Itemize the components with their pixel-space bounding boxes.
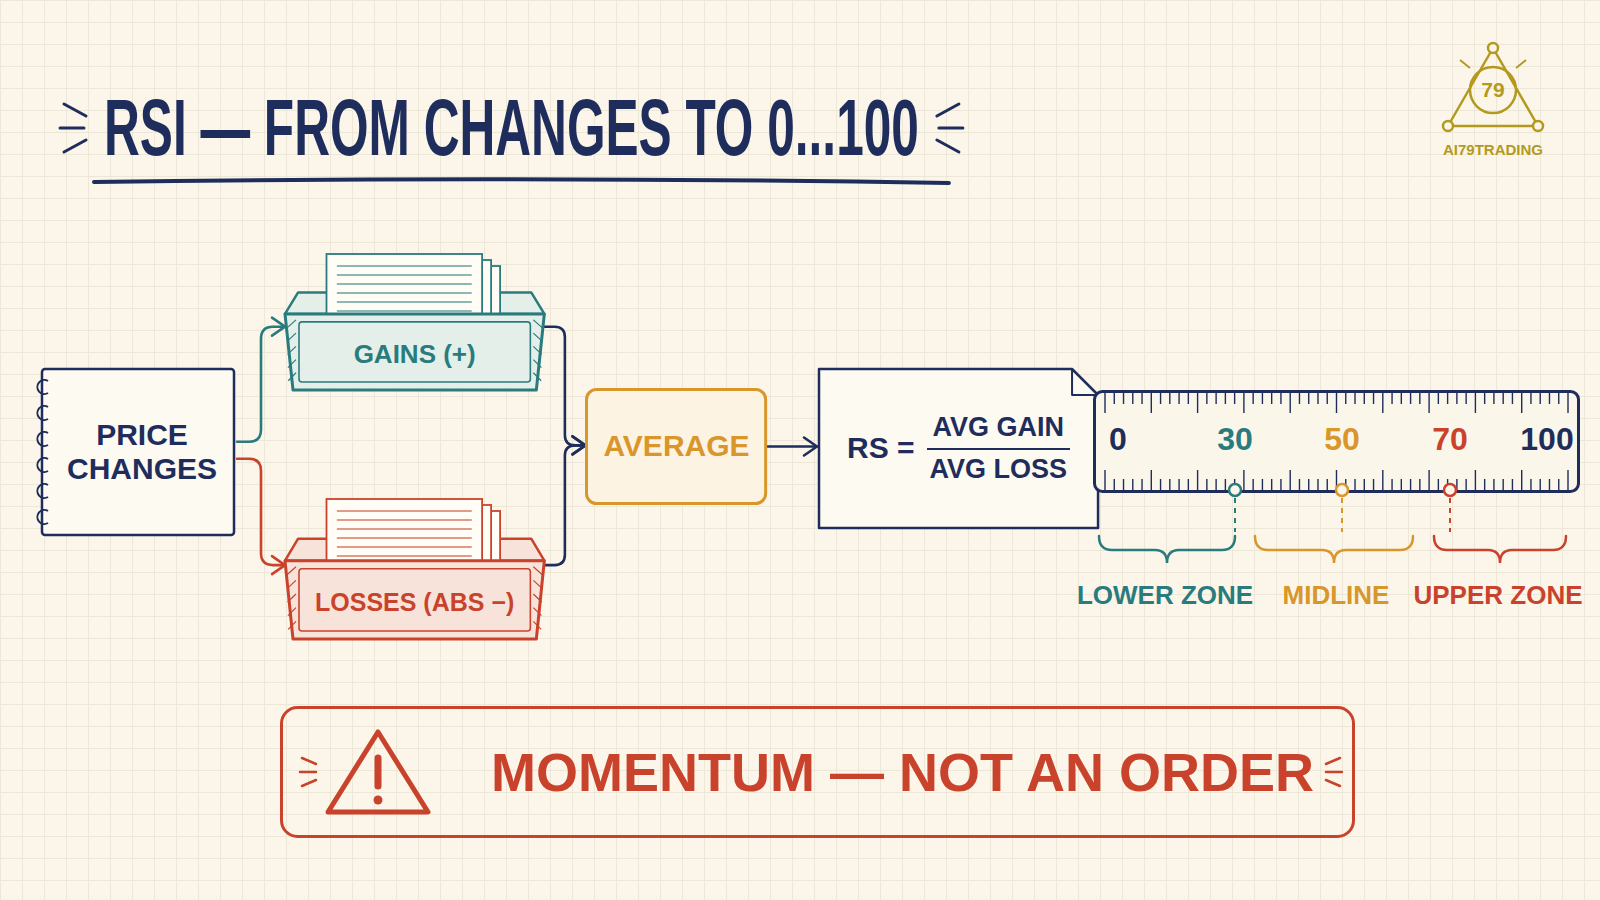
zone-brackets xyxy=(1099,536,1566,563)
node-outline xyxy=(285,250,544,392)
connector-arrow xyxy=(544,327,585,455)
scale-number: 0 xyxy=(1109,421,1127,458)
warning-banner: MOMENTUM — NOT AN ORDER xyxy=(280,706,1355,838)
scale-number: 30 xyxy=(1217,421,1253,458)
diagram-title: RSI — FROM CHANGES TO 0...100 xyxy=(104,84,919,172)
logo-number: 79 xyxy=(1481,78,1504,102)
node-text: PRICE CHANGES xyxy=(67,418,217,487)
arrow-head xyxy=(804,438,817,456)
connector-arrow xyxy=(768,438,817,456)
fraction: AVG GAIN AVG LOSS xyxy=(927,412,1071,484)
arrow-head xyxy=(572,436,585,454)
formula-text: RS = xyxy=(847,431,915,466)
connector-arrow xyxy=(237,318,285,442)
node-text: AVERAGE xyxy=(603,429,749,464)
node-text: LOSSES (ABS −) xyxy=(315,588,514,617)
connector-arrow xyxy=(237,459,285,574)
logo-emblem xyxy=(1443,43,1543,131)
formula-box: RS = AVG GAIN AVG LOSS xyxy=(817,367,1100,530)
connector-line xyxy=(544,445,585,565)
connector-line xyxy=(237,327,285,442)
connector-arrow xyxy=(544,436,585,565)
notepad-box: PRICE CHANGES xyxy=(33,367,237,537)
arrow-head xyxy=(272,318,285,336)
node-text: GAINS (+) xyxy=(354,340,476,370)
rsi-scale: 0 30 50 70 100 xyxy=(1093,390,1580,493)
zone-label: UPPER ZONE xyxy=(1413,581,1582,611)
scale-number: 50 xyxy=(1324,421,1360,458)
losses-tray: LOSSES (ABS −) xyxy=(285,495,544,641)
formula-text: AVG GAIN xyxy=(927,412,1071,449)
connector-line xyxy=(237,459,285,565)
watermark: AI79TRADING xyxy=(1443,141,1543,158)
arrow-head xyxy=(272,556,285,574)
scale-number: 70 xyxy=(1432,421,1468,458)
zone-drop-lines xyxy=(1235,498,1450,532)
connector-line xyxy=(544,327,585,446)
formula-text: AVG LOSS xyxy=(930,454,1068,485)
zone-label: MIDLINE xyxy=(1283,581,1390,611)
scale-number: 100 xyxy=(1520,421,1573,458)
warning-text: MOMENTUM — NOT AN ORDER xyxy=(491,741,1314,803)
formula-row: RS = AVG GAIN AVG LOSS xyxy=(847,412,1070,484)
connector-line xyxy=(768,445,817,448)
zone-label: LOWER ZONE xyxy=(1077,581,1253,611)
gains-tray: GAINS (+) xyxy=(285,250,544,392)
node-outline xyxy=(285,495,544,641)
process-box: AVERAGE xyxy=(585,388,767,505)
